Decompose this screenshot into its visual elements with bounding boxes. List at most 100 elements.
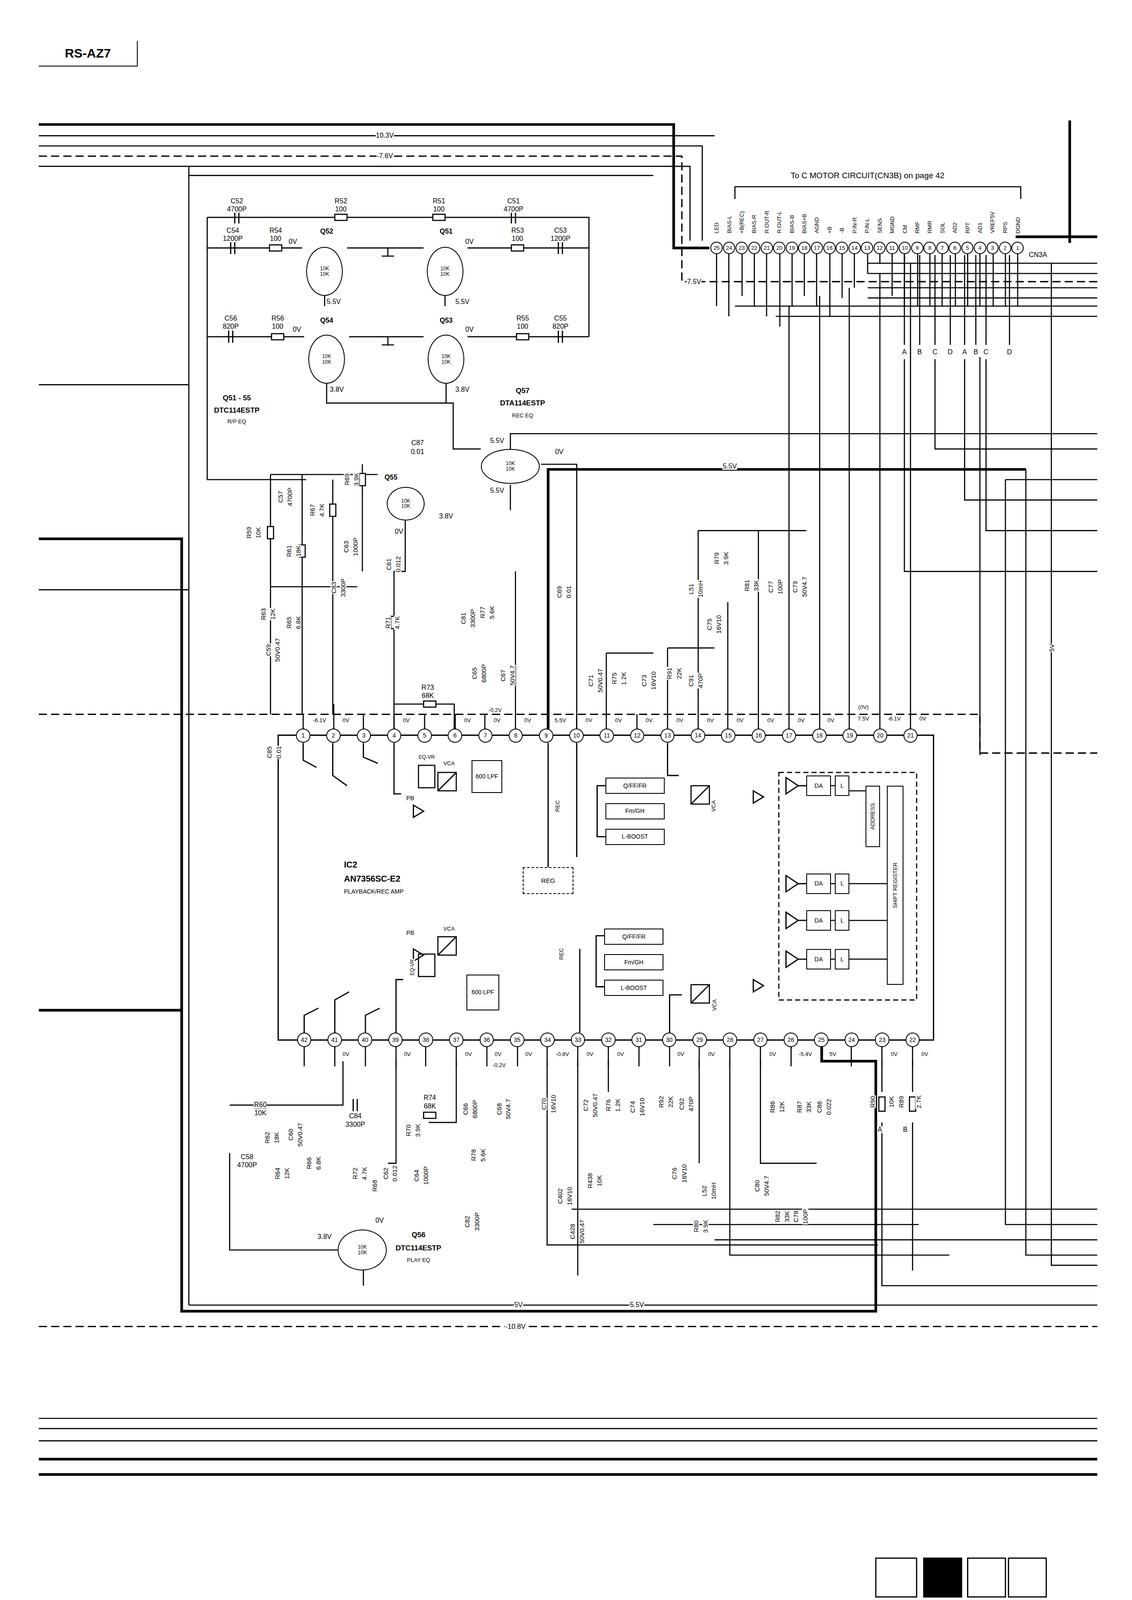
schematic-label: 100P [776, 579, 784, 595]
node-text: DA [814, 956, 823, 963]
schematic-label: R62 [264, 1131, 271, 1145]
node-text: 10K [440, 271, 450, 278]
schematic-label: 5.5V [722, 463, 738, 470]
schematic-label: LED [713, 222, 720, 234]
pin-number-circle: 3 [356, 728, 372, 744]
schematic-label: D [947, 348, 954, 356]
pin-lead [303, 263, 913, 1067]
schematic-label: C86 [816, 1100, 823, 1114]
schematic-label: 100 [432, 205, 446, 213]
pin-number-circle: 20 [873, 728, 888, 744]
pin-number-circle: 10 [898, 241, 912, 255]
node-text: 25 [817, 1036, 825, 1044]
node-text: 10K [441, 353, 451, 360]
function-block: DA [806, 873, 831, 895]
pin-number-circle: 36 [479, 1032, 495, 1048]
node-text: 8 [928, 245, 932, 252]
schematic-label: 0V [288, 238, 298, 246]
node-text: 25 [713, 245, 720, 252]
node-text: 33 [574, 1036, 582, 1044]
schematic-label: 100 [334, 205, 348, 213]
node-text: 6 [953, 245, 957, 252]
schematic-label: C68 [495, 1103, 503, 1116]
schematic-label: 16V10 [715, 614, 722, 635]
vr-symbol [418, 765, 435, 788]
schematic-label: BIAS+B [801, 213, 808, 234]
schematic-label: C428 [569, 1223, 576, 1240]
schematic-label: R76 [605, 1098, 612, 1112]
signal-connector [830, 883, 836, 885]
pin-number-circle: 12 [873, 241, 886, 255]
node-text: 19 [788, 245, 795, 252]
pin-number-circle: 12 [630, 728, 645, 744]
schematic-label: R67 [309, 503, 316, 517]
schematic-label: R63 [260, 607, 267, 621]
function-block: L [834, 949, 850, 970]
node-text: 31 [635, 1036, 643, 1044]
pin-number-circle: 37 [448, 1032, 464, 1048]
schematic-label: C52 [230, 197, 244, 205]
pin-number-circle: 25 [813, 1032, 829, 1048]
node-text: 36 [483, 1036, 491, 1044]
node-text: Q/FF/FR [622, 933, 646, 941]
schematic-label: 0V [524, 1051, 533, 1057]
node-text: DA [814, 880, 823, 887]
node-text: 28 [726, 1036, 734, 1044]
resistor-symbol [271, 333, 284, 340]
function-block: L-BOOST [605, 828, 665, 846]
resistor-symbol [423, 700, 437, 707]
resistor-symbol [432, 214, 446, 221]
schematic-label: R86 [769, 1100, 776, 1114]
node-text: ADDRESS [869, 802, 876, 830]
node-text: 10K [401, 498, 411, 504]
cn-pin-lead [716, 254, 1018, 327]
schematic-label: R66 [306, 1157, 313, 1170]
schematic-label: R80 [692, 1220, 700, 1234]
pin-number-circle: 20 [773, 241, 786, 255]
schematic-label: 100 [516, 323, 529, 331]
node-text: 4 [392, 732, 397, 739]
schematic-label: L52 [700, 1185, 708, 1197]
pin-number-circle: 17 [781, 728, 797, 744]
node-text: L [840, 917, 844, 924]
transistor-circle: 10K10K [386, 486, 425, 521]
schematic-label: C66 [462, 1103, 469, 1116]
signal-connector [849, 958, 888, 961]
schematic-label: 0V [402, 717, 411, 724]
schematic-label: R69 [343, 473, 351, 487]
schematic-label: 6.8K [294, 615, 302, 630]
node-text: 15 [724, 732, 732, 739]
pin-number-circle: 19 [785, 241, 799, 255]
resistor-symbol [267, 526, 274, 539]
schematic-label: 50V4.7 [763, 1175, 770, 1197]
schematic-label: R52 [334, 197, 348, 205]
schematic-label: 0V [524, 717, 532, 724]
pin-number-circle: 42 [297, 1032, 312, 1048]
node-text: 18 [801, 245, 808, 252]
schematic-label: BIAS-B [788, 214, 795, 234]
page-marker [967, 1558, 1006, 1598]
node-text: REG [541, 877, 556, 885]
node-text: 3 [362, 732, 366, 739]
schematic-label: Q53 [439, 317, 453, 325]
transistor-circle: 10K10K [480, 448, 541, 484]
schematic-label: REC [554, 799, 561, 813]
pin-number-circle: 11 [885, 241, 899, 255]
node-text: 11 [603, 732, 611, 739]
node-text: 40 [361, 1036, 369, 1044]
pin-number-circle: 34 [540, 1032, 555, 1048]
schematic-label: AGND [813, 216, 820, 234]
schematic-label: 0V [463, 717, 472, 724]
node-text: 19 [846, 732, 854, 739]
pin-number-circle: 18 [798, 241, 811, 255]
node-text: PLAYBACK/REC AMP [344, 888, 404, 895]
node-text: DA [814, 782, 823, 790]
schematic-label: REC [558, 947, 565, 961]
schematic-label: DTC114ESTP [395, 1244, 442, 1252]
schematic-label: 0V [767, 717, 775, 724]
resistor-symbol [269, 244, 282, 251]
schematic-label: 3.9K [414, 1123, 421, 1138]
schematic-label: 100 [269, 235, 282, 243]
schematic-label: VCA [711, 998, 718, 1012]
schematic-label: -0.8V [555, 1051, 570, 1057]
